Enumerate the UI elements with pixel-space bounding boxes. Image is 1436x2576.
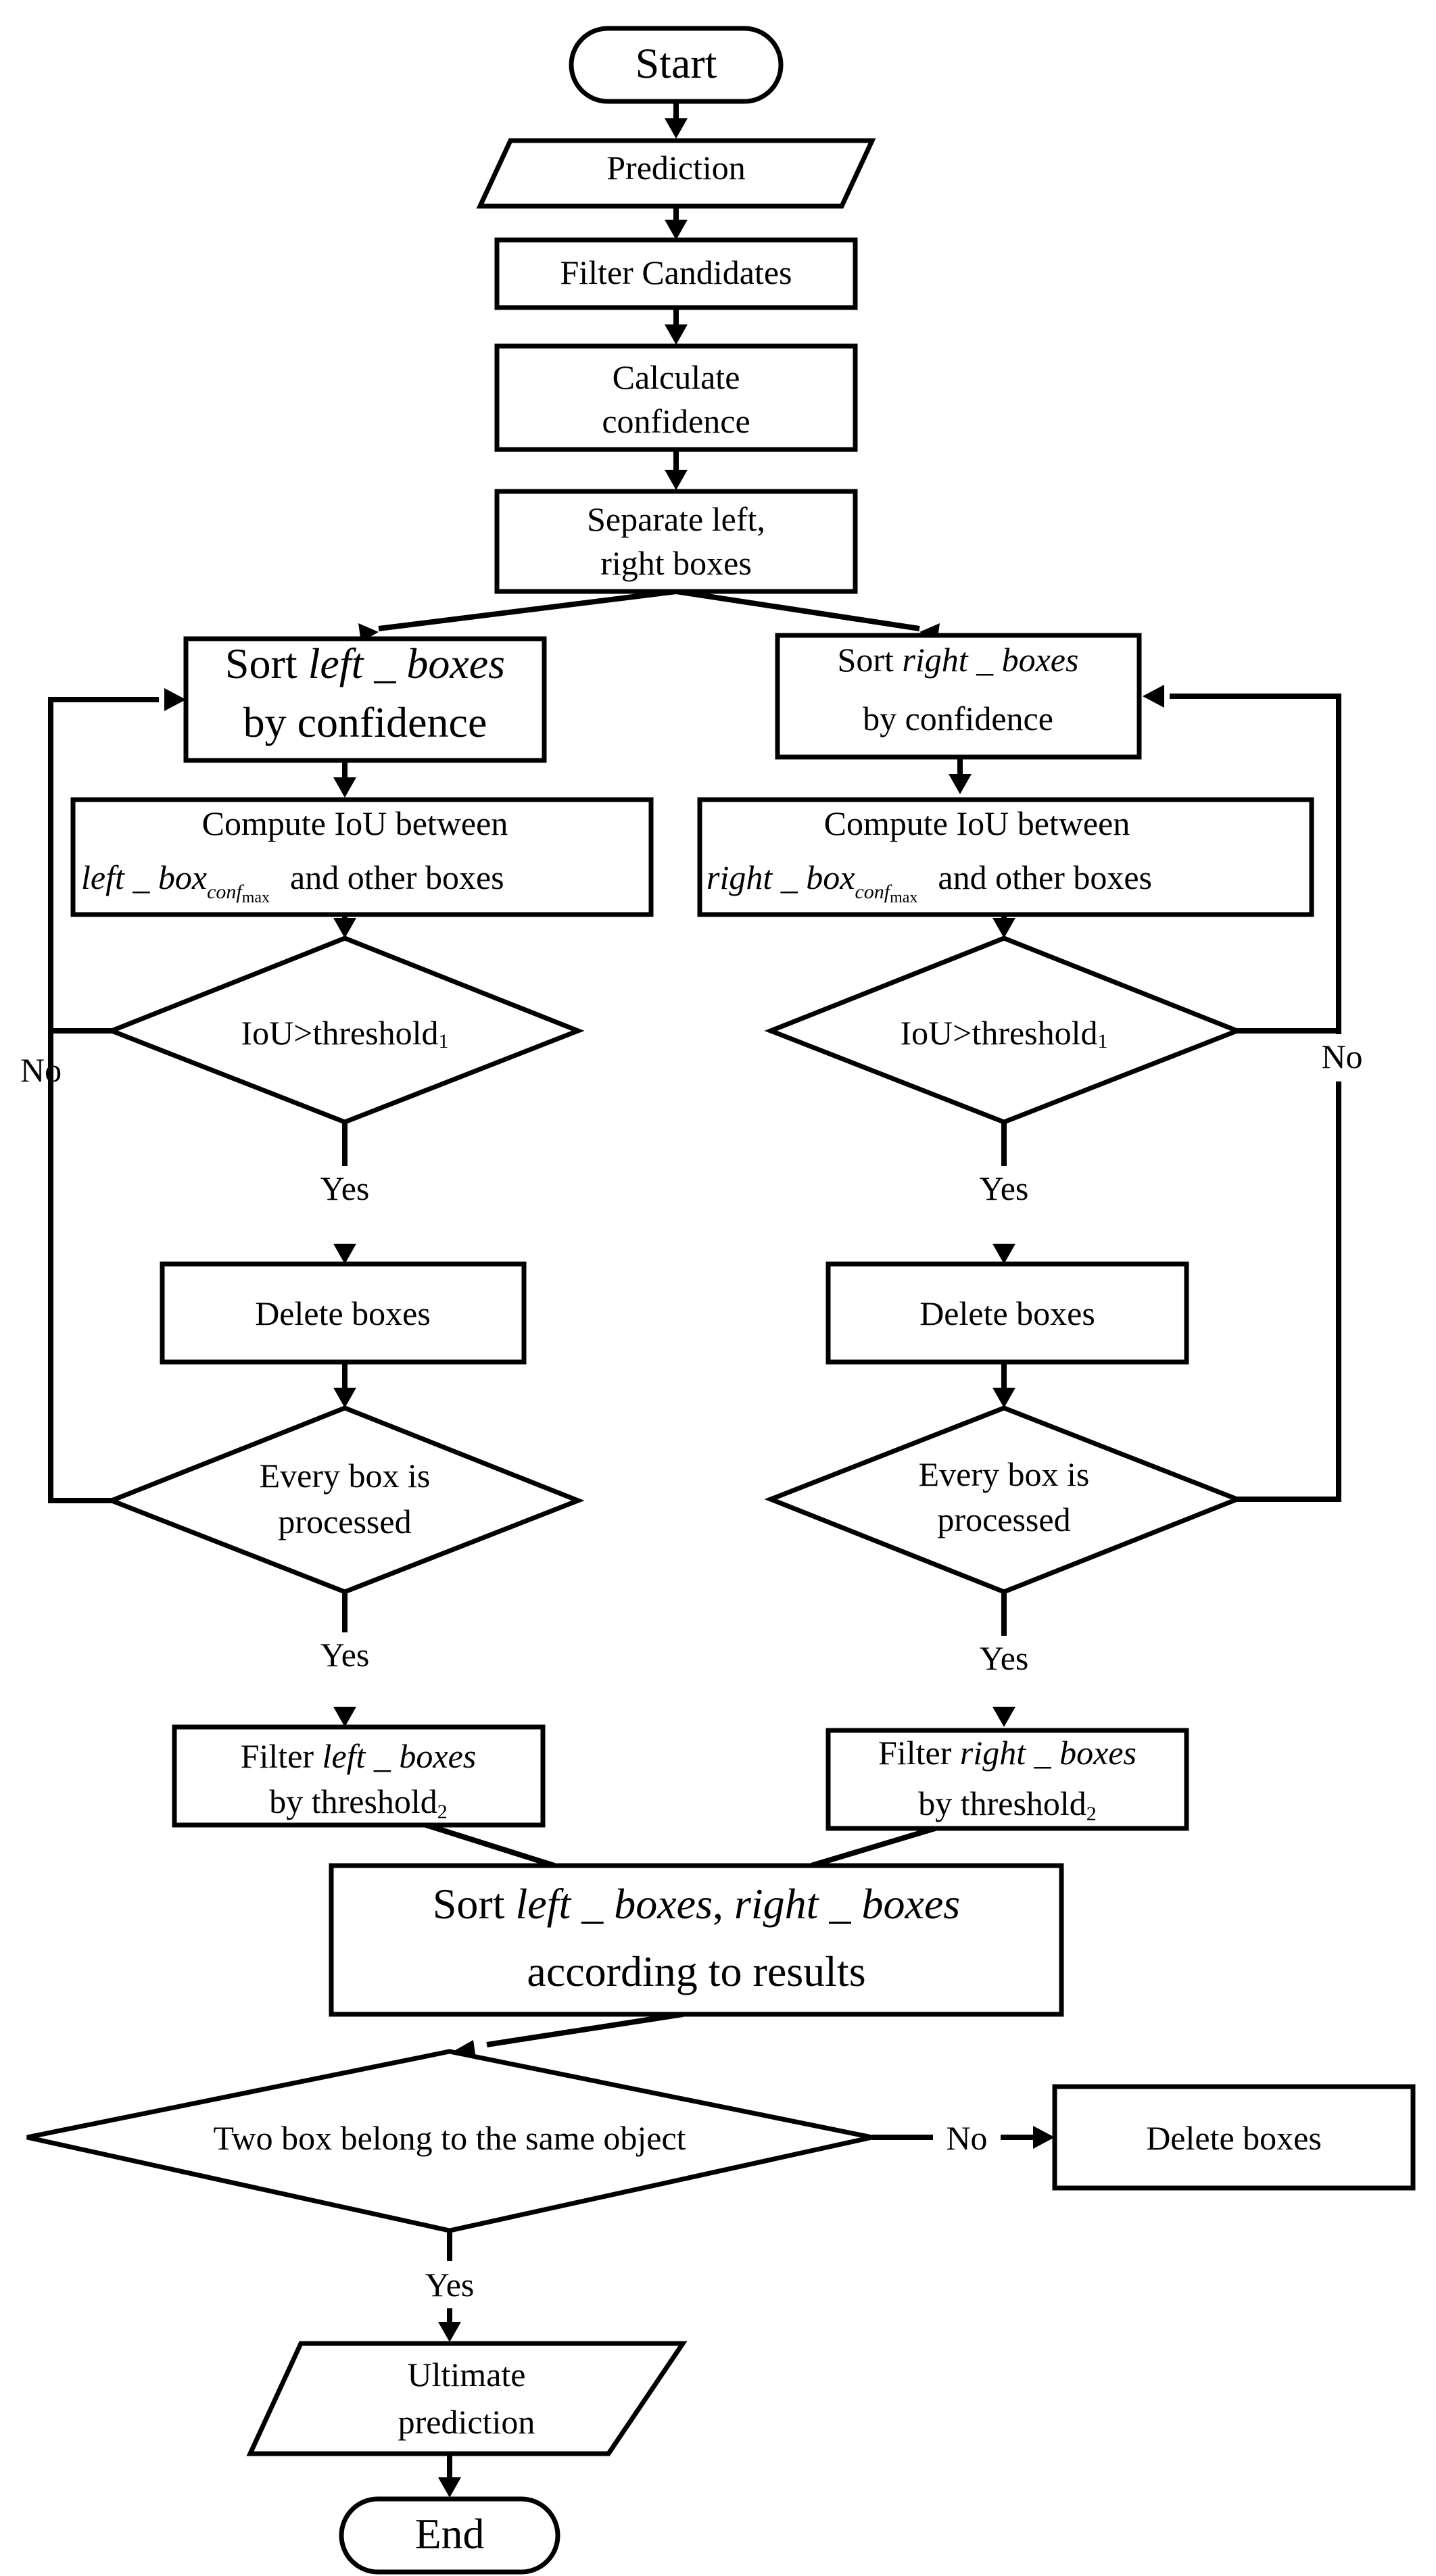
svg-text:according to results: according to results [527,1947,865,1995]
left-yes-bg-2 [301,1632,389,1680]
left-filter-box: Filter left _ boxes by threshold2 [172,1724,546,1828]
right-filter-box: Filter right _ boxes by threshold2 [825,1728,1189,1831]
left-compute-iou-box: Compute IoU between left _ boxconfmaxand… [70,797,654,917]
svg-text:Filter right _ boxes: Filter right _ boxes [878,1734,1136,1772]
svg-text:Sort left _ boxes: Sort left _ boxes [225,639,505,687]
right-yes-label-2: Yes [980,1639,1029,1677]
svg-text:Compute IoU between: Compute IoU between [202,804,508,842]
svg-text:Delete boxes: Delete boxes [1146,2119,1322,2157]
svg-text:left _ boxconfmaxand other box: left _ boxconfmaxand other boxes [81,858,504,906]
right-yes-bg-2 [960,1636,1048,1683]
svg-text:right _ boxconfmaxand other bo: right _ boxconfmaxand other boxes [707,858,1152,906]
final-yes-bg [406,2261,494,2308]
svg-text:Every box is: Every box is [260,1457,431,1494]
left-every-box-decision: Every box is processed [105,1405,585,1595]
ultimate-prediction-io: Ultimate prediction [246,2341,688,2456]
svg-text:by threshold2: by threshold2 [269,1782,448,1823]
svg-text:confidence: confidence [602,402,750,440]
svg-text:by confidence: by confidence [243,698,487,746]
svg-text:Filter left _ boxes: Filter left _ boxes [241,1737,477,1775]
svg-text:Filter Candidates: Filter Candidates [560,253,792,291]
left-no-label: No [20,1051,62,1089]
start-terminal: Start [569,26,784,104]
left-iou-decision: IoU>threshold1 [105,935,585,1125]
svg-text:Start: Start [636,39,717,87]
calculate-confidence-box: Calculate confidence [494,343,858,452]
right-no-label: No [1321,1038,1362,1075]
svg-text:processed: processed [278,1503,411,1540]
svg-text:by confidence: by confidence [863,700,1053,737]
left-yes-bg-1 [301,1166,389,1213]
svg-text:Delete boxes: Delete boxes [255,1294,431,1332]
right-iou-decision: IoU>threshold1 [764,935,1244,1125]
final-delete-box: Delete boxes [1052,2084,1416,2191]
right-delete-box: Delete boxes [825,1261,1189,1365]
svg-text:End: End [414,2510,484,2558]
svg-text:Prediction: Prediction [606,149,746,187]
right-compute-iou-box: Compute IoU between right _ boxconfmaxan… [697,797,1314,917]
svg-text:Delete boxes: Delete boxes [919,1294,1095,1332]
left-sort-box: Sort left _ boxes by confidence [183,636,547,763]
same-object-decision: Two box belong to the same object [26,2049,873,2233]
sort-results-box: Sort left _ boxes, right _ boxes accordi… [329,1863,1064,2017]
left-yes-label-2: Yes [320,1636,370,1674]
right-no-bg [1305,1034,1379,1082]
svg-text:Sort left _ boxes, right _ box: Sort left _ boxes, right _ boxes [433,1880,960,1928]
right-yes-bg-1 [960,1166,1048,1213]
right-sort-box: Sort right _ boxes by confidence [775,633,1142,760]
svg-text:Two box belong to the same obj: Two box belong to the same object [213,2119,686,2157]
svg-text:IoU>threshold1: IoU>threshold1 [900,1014,1107,1052]
separate-boxes-box: Separate left, right boxes [494,489,858,594]
final-yes-label: Yes [425,2266,475,2304]
prediction-io: Prediction [476,138,876,209]
svg-text:Ultimate: Ultimate [408,2356,526,2393]
svg-text:right boxes: right boxes [600,544,752,582]
right-yes-label-1: Yes [980,1169,1029,1207]
svg-text:Compute IoU between: Compute IoU between [824,804,1130,842]
svg-text:Every box is: Every box is [919,1455,1090,1493]
svg-text:Calculate: Calculate [613,358,740,396]
left-yes-label-1: Yes [320,1169,370,1207]
svg-text:prediction: prediction [398,2403,535,2441]
svg-text:processed: processed [937,1501,1070,1538]
final-no-label: No [946,2119,987,2157]
end-terminal: End [339,2496,560,2575]
svg-text:IoU>threshold1: IoU>threshold1 [241,1014,448,1052]
filter-candidates-box: Filter Candidates [494,237,858,310]
left-delete-box: Delete boxes [160,1261,527,1365]
svg-text:Sort right _ boxes: Sort right _ boxes [838,641,1079,679]
final-no-bg [933,2112,1001,2160]
svg-text:by threshold2: by threshold2 [918,1784,1097,1825]
svg-text:Separate left,: Separate left, [587,500,765,538]
right-every-box-decision: Every box is processed [764,1405,1244,1595]
